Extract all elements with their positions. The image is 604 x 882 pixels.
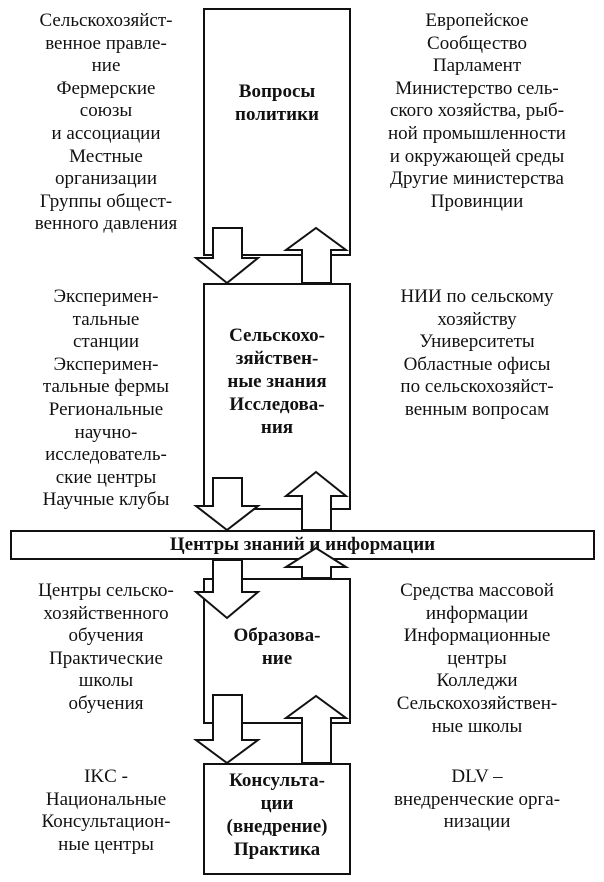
text-line: низации [443, 811, 511, 833]
text-line: Национальные [45, 788, 167, 810]
text-line: Информационные [403, 625, 551, 647]
text-line: Министерство сель- [395, 77, 559, 99]
text-line: научно- [74, 421, 138, 443]
text-line: Центры сельско- [38, 580, 174, 601]
text-line: хозяйственного [43, 602, 169, 624]
text-line: Практические [49, 647, 163, 669]
text-line: ские центры [55, 466, 157, 488]
text-line: ского хозяйства, рыб- [389, 100, 565, 122]
text-line: Другие министерства [390, 168, 564, 190]
text-line: Исследова- [229, 394, 325, 415]
text-line: Фермерские [56, 77, 156, 99]
research-box [203, 283, 351, 510]
text-line: и ассоциации [51, 122, 161, 144]
text-line: организации [54, 168, 157, 190]
text-line: Эксперимен- [53, 353, 159, 375]
text-line: Университеты [419, 331, 535, 353]
down-arrow-icon [193, 227, 261, 285]
down-arrow-icon [192, 694, 262, 765]
text-line: Колледжи [436, 670, 518, 692]
text-line: Региональные [48, 398, 164, 420]
text-line: Провинции [430, 190, 524, 212]
text-line: Областные офисы [403, 353, 551, 375]
text-line: тальные [72, 308, 140, 330]
text-line: ной промышленности [388, 122, 566, 144]
up-arrow-icon [283, 470, 349, 531]
text-line: Сельскохозяйствен- [396, 692, 558, 714]
consulting-box-title: Консульта-ции(внедрение)Практика [203, 769, 351, 861]
text-line: внедренческие орга- [393, 788, 561, 810]
text-line: ные центры [58, 833, 154, 855]
text-line: хозяйству [437, 308, 517, 330]
text-line: Научные клубы [42, 489, 170, 511]
text-line: Сообщество [427, 32, 527, 54]
text-line: ние [261, 648, 293, 669]
text-line: Сельскохозяйст- [39, 10, 173, 31]
text-line: союзы [79, 100, 133, 122]
text-line: венным вопросам [404, 398, 550, 420]
text-line: венного давления [34, 213, 178, 235]
text-line: обучения [68, 625, 144, 647]
text-line: и окружающей среды [389, 145, 565, 167]
text-line: школы [78, 670, 134, 692]
text-line: исследователь- [45, 444, 167, 466]
text-line: ния [260, 417, 294, 438]
text-line: Сельскохо- [229, 325, 325, 346]
text-line: Средства массовой [400, 580, 554, 601]
text-line: Консульта- [229, 770, 325, 791]
down-arrow-icon [193, 559, 261, 620]
up-arrow-icon [282, 546, 350, 579]
text-line: Группы общест- [39, 190, 173, 212]
text-line: информации [425, 602, 529, 624]
consulting-right-list: DLV –внедренческие орга-низации [352, 766, 602, 834]
text-line: центры [447, 647, 507, 669]
text-line: зяйствен- [235, 348, 319, 369]
text-line: Вопросы [238, 81, 316, 102]
text-line: Практика [233, 839, 321, 860]
text-line: Европейское [425, 10, 529, 31]
text-line: (внедрение) [226, 816, 328, 837]
text-line: политики [235, 104, 319, 125]
up-arrow-icon [282, 694, 350, 764]
policy-box [203, 8, 351, 256]
up-arrow-icon [282, 226, 350, 284]
education-box-title: Образова-ние [203, 624, 351, 670]
text-line: по сельскохозяйст- [400, 376, 554, 398]
text-line: ные знания [227, 371, 327, 392]
text-line: IKC - [84, 766, 128, 787]
text-line: ции [260, 793, 294, 814]
text-line: венное правле- [45, 32, 167, 54]
text-line: станции [72, 331, 140, 353]
text-line: обучения [68, 692, 144, 714]
text-line: ние [91, 55, 121, 77]
text-line: тальные фермы [42, 376, 170, 398]
text-line: DLV – [451, 766, 503, 787]
consulting-box [203, 763, 351, 875]
text-line: Эксперимен- [53, 286, 159, 307]
text-line: ные школы [431, 715, 523, 737]
text-line: Местные [69, 145, 143, 167]
text-line: Образова- [233, 625, 321, 646]
down-arrow-icon [193, 477, 261, 532]
text-line: Консультацион- [41, 811, 171, 833]
text-line: Парламент [432, 55, 522, 77]
text-line: НИИ по сельскому [400, 286, 554, 307]
